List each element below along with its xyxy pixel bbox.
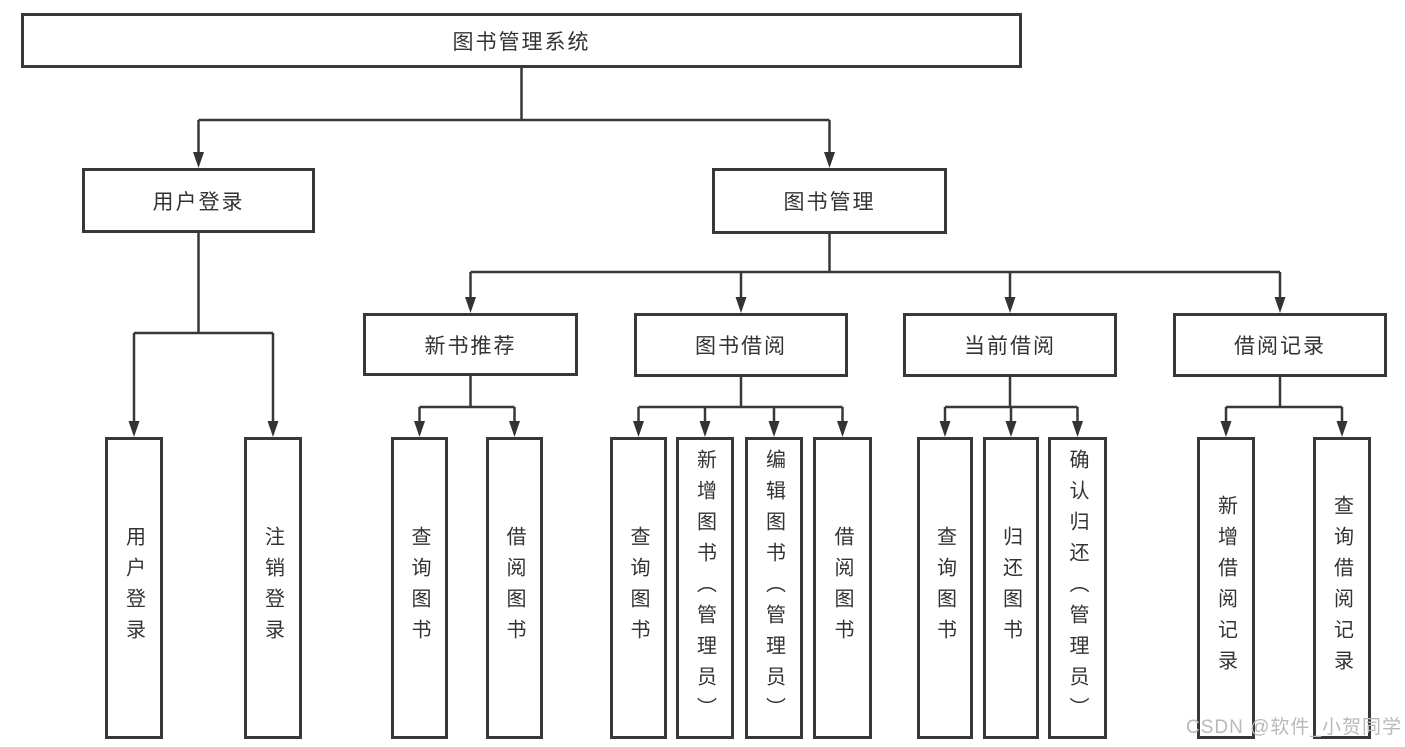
arrowhead-icon	[939, 421, 951, 437]
node-leaf-user-login: 用户登录	[105, 437, 163, 739]
edges-book-borrow-children	[633, 377, 848, 437]
edges-current-borrow-children	[939, 377, 1083, 437]
arrowhead-icon	[193, 152, 204, 168]
node-cb-query-book-label: 查询图书	[933, 526, 956, 650]
edges-root-to-level2	[193, 68, 835, 168]
edges-borrow-records-children	[1220, 377, 1348, 437]
node-br-query-record-label: 查询借阅记录	[1330, 495, 1353, 681]
node-leaf-logout: 注销登录	[244, 437, 302, 739]
node-nbr-query-book-label: 查询图书	[408, 526, 430, 650]
node-nbr-borrow-book: 借阅图书	[486, 437, 543, 739]
arrowhead-icon	[1005, 421, 1017, 437]
arrowhead-icon	[1004, 297, 1016, 313]
node-new-book-rec-label: 新书推荐	[424, 334, 517, 358]
node-cb-confirm-return-label: 确认归还（管理员）	[1066, 448, 1088, 728]
node-cb-return-book-label: 归还图书	[999, 526, 1022, 650]
node-bb-borrow-book-label: 借阅图书	[831, 526, 853, 650]
node-cb-confirm-return: 确认归还（管理员）	[1048, 437, 1107, 739]
node-borrow-records: 借阅记录	[1173, 313, 1387, 377]
node-leaf-user-login-label: 用户登录	[122, 526, 145, 650]
node-borrow-records-label: 借阅记录	[1234, 335, 1326, 358]
node-cb-return-book: 归还图书	[983, 437, 1039, 739]
node-cb-query-book: 查询图书	[917, 437, 973, 739]
node-br-add-record: 新增借阅记录	[1197, 437, 1255, 739]
node-leaf-logout-label: 注销登录	[261, 526, 284, 650]
node-bb-edit-book: 编辑图书（管理员）	[745, 437, 803, 739]
node-book-mgmt-label: 图书管理	[783, 191, 876, 214]
arrowhead-icon	[633, 421, 644, 437]
node-br-query-record: 查询借阅记录	[1313, 437, 1371, 739]
arrowhead-icon	[509, 421, 520, 437]
arrowhead-icon	[128, 421, 140, 437]
watermark-text: CSDN @软件_小贺同学	[1186, 717, 1402, 738]
edges-new-book-rec-children	[414, 376, 520, 437]
node-new-book-rec: 新书推荐	[363, 313, 578, 376]
arrowhead-icon	[1336, 421, 1348, 437]
node-user-login-label: 用户登录	[152, 190, 245, 214]
node-root-label: 图书管理系统	[452, 30, 591, 54]
node-book-borrow: 图书借阅	[634, 313, 848, 377]
node-nbr-query-book: 查询图书	[391, 437, 448, 739]
node-book-borrow-label: 图书借阅	[695, 335, 787, 358]
arrowhead-icon	[1274, 297, 1286, 313]
arrowhead-icon	[1220, 421, 1232, 437]
arrowhead-icon	[1072, 421, 1083, 437]
node-bb-add-book-label: 新增图书（管理员）	[693, 448, 716, 728]
node-bb-edit-book-label: 编辑图书（管理员）	[762, 448, 785, 728]
arrowhead-icon	[699, 421, 711, 437]
arrowhead-icon	[465, 297, 476, 313]
node-root: 图书管理系统	[21, 13, 1022, 68]
node-br-add-record-label: 新增借阅记录	[1214, 495, 1237, 681]
arrowhead-icon	[837, 421, 848, 437]
node-bb-borrow-book: 借阅图书	[813, 437, 872, 739]
node-current-borrow: 当前借阅	[903, 313, 1117, 377]
node-current-borrow-label: 当前借阅	[964, 335, 1056, 358]
node-bb-query-book-label: 查询图书	[627, 526, 649, 650]
arrowhead-icon	[735, 297, 747, 313]
node-bb-query-book: 查询图书	[610, 437, 667, 739]
edges-user-login-children	[128, 233, 279, 437]
arrowhead-icon	[768, 421, 780, 437]
arrowhead-icon	[414, 421, 425, 437]
arrowhead-icon	[824, 152, 835, 168]
arrowhead-icon	[267, 421, 279, 437]
edges-book-mgmt-children	[465, 234, 1286, 313]
node-user-login: 用户登录	[82, 168, 315, 233]
node-bb-add-book: 新增图书（管理员）	[676, 437, 734, 739]
node-book-mgmt: 图书管理	[712, 168, 947, 234]
node-nbr-borrow-book-label: 借阅图书	[503, 526, 525, 650]
